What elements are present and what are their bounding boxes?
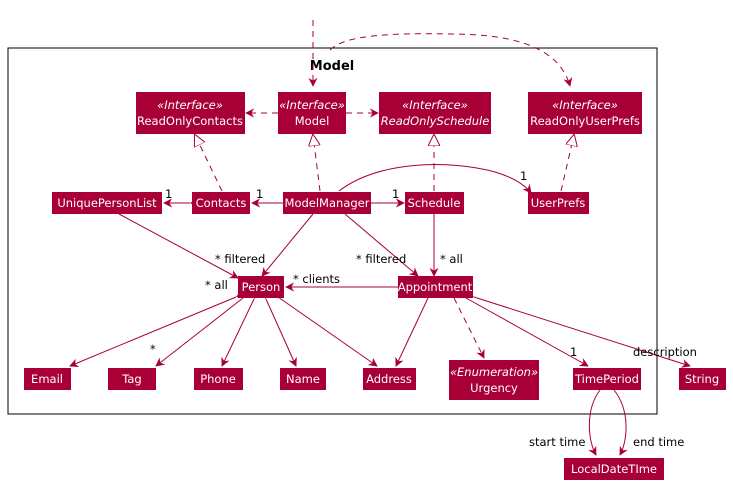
edge-person-phone bbox=[221, 287, 261, 367]
stereotype-label: «Interface» bbox=[157, 98, 223, 112]
class-name: Person bbox=[242, 280, 281, 294]
label-mm-userprefs: 1 bbox=[520, 169, 527, 183]
class-name: Contacts bbox=[196, 196, 247, 210]
model-package-title: Model bbox=[310, 59, 354, 74]
edge-appointment-urgency bbox=[453, 297, 485, 359]
class-name: Phone bbox=[200, 372, 236, 386]
label-mm-contacts: 1 bbox=[256, 187, 263, 201]
edge-mm-person bbox=[261, 213, 314, 277]
edge-contacts-realizes bbox=[195, 135, 223, 192]
class-name: Model bbox=[295, 114, 330, 128]
node-readonlyuserprefs[interactable]: «Interface» ReadOnlyUserPrefs bbox=[528, 92, 642, 134]
stereotype-label: «Interface» bbox=[402, 98, 468, 112]
node-readonlycontacts[interactable]: «Interface» ReadOnlyContacts bbox=[136, 92, 245, 134]
node-address[interactable]: Address bbox=[363, 368, 416, 390]
node-schedule[interactable]: Schedule bbox=[405, 192, 464, 214]
edges bbox=[69, 20, 691, 456]
node-appointment[interactable]: Appointment bbox=[398, 276, 473, 298]
class-name: Urgency bbox=[470, 381, 518, 395]
node-string[interactable]: String bbox=[679, 368, 726, 390]
class-name: UserPrefs bbox=[531, 196, 586, 210]
stereotype-label: «Interface» bbox=[279, 98, 345, 112]
edge-person-name bbox=[259, 287, 297, 367]
edge-userprefs-realizes bbox=[560, 135, 574, 192]
label-mm-schedule: 1 bbox=[392, 187, 399, 201]
edge-mm-userprefs bbox=[338, 164, 532, 194]
class-name: String bbox=[685, 372, 719, 386]
node-uniquepersonlist[interactable]: UniquePersonList bbox=[52, 192, 162, 214]
label-person-tag: * bbox=[150, 342, 156, 356]
edge-model-readonlyuserprefs bbox=[329, 33, 573, 87]
label-appointment-string: description bbox=[633, 345, 697, 359]
node-urgency[interactable]: «Enumeration» Urgency bbox=[449, 360, 539, 400]
node-timeperiod[interactable]: TimePeriod bbox=[573, 368, 641, 390]
class-name: ReadOnlySchedule bbox=[381, 114, 490, 128]
class-name: Email bbox=[31, 372, 63, 386]
edge-labels: 1 1 1 1 * filtered * filtered * all * al… bbox=[150, 169, 697, 449]
edge-modelmanager-realizes bbox=[313, 135, 321, 192]
label-schedule-appointment: * all bbox=[440, 252, 463, 266]
label-appointment-clients: * clients bbox=[293, 272, 340, 286]
label-contacts-upl: 1 bbox=[165, 187, 172, 201]
label-tp-end: end time bbox=[633, 435, 684, 449]
class-name: Name bbox=[286, 372, 320, 386]
class-name: Tag bbox=[121, 372, 141, 386]
stereotype-label: «Enumeration» bbox=[450, 365, 538, 379]
class-name: ReadOnlyUserPrefs bbox=[530, 114, 640, 128]
class-name: UniquePersonList bbox=[57, 196, 157, 210]
edge-person-tag bbox=[155, 289, 254, 367]
class-name: LocalDateTIme bbox=[571, 462, 657, 476]
node-readonlyschedule[interactable]: «Interface» ReadOnlySchedule bbox=[379, 92, 491, 134]
edge-appointment-string bbox=[461, 291, 691, 368]
label-tp-start: start time bbox=[529, 435, 585, 449]
edge-appointment-address bbox=[395, 286, 435, 367]
node-name[interactable]: Name bbox=[280, 368, 326, 390]
label-appointment-timeperiod: 1 bbox=[570, 345, 577, 359]
stereotype-label: «Interface» bbox=[552, 98, 618, 112]
node-person[interactable]: Person bbox=[238, 276, 284, 298]
node-tag[interactable]: Tag bbox=[108, 368, 156, 390]
label-upl-person: * filtered bbox=[215, 252, 265, 266]
class-name: ModelManager bbox=[285, 196, 370, 210]
class-name: TimePeriod bbox=[574, 372, 639, 386]
node-localdatetime[interactable]: LocalDateTIme bbox=[564, 458, 664, 480]
class-name: Appointment bbox=[398, 280, 473, 294]
class-name: Schedule bbox=[408, 196, 461, 210]
node-model[interactable]: «Interface» Model bbox=[278, 92, 346, 134]
node-email[interactable]: Email bbox=[24, 368, 71, 390]
edge-person-address bbox=[267, 289, 378, 367]
edge-mm-appointment bbox=[344, 213, 419, 277]
node-phone[interactable]: Phone bbox=[194, 368, 243, 390]
class-name: Address bbox=[366, 372, 412, 386]
class-name: ReadOnlyContacts bbox=[137, 114, 243, 128]
label-mm-appointment: * filtered bbox=[356, 252, 406, 266]
label-person-all: * all bbox=[205, 278, 228, 292]
edge-tp-start bbox=[588, 389, 601, 456]
node-contacts[interactable]: Contacts bbox=[192, 192, 250, 214]
edge-tp-end bbox=[613, 389, 628, 456]
node-userprefs[interactable]: UserPrefs bbox=[528, 192, 589, 214]
edge-upl-person bbox=[118, 213, 239, 279]
node-modelmanager[interactable]: ModelManager bbox=[283, 192, 371, 214]
nodes: «Interface» ReadOnlyContacts «Interface»… bbox=[24, 92, 726, 480]
